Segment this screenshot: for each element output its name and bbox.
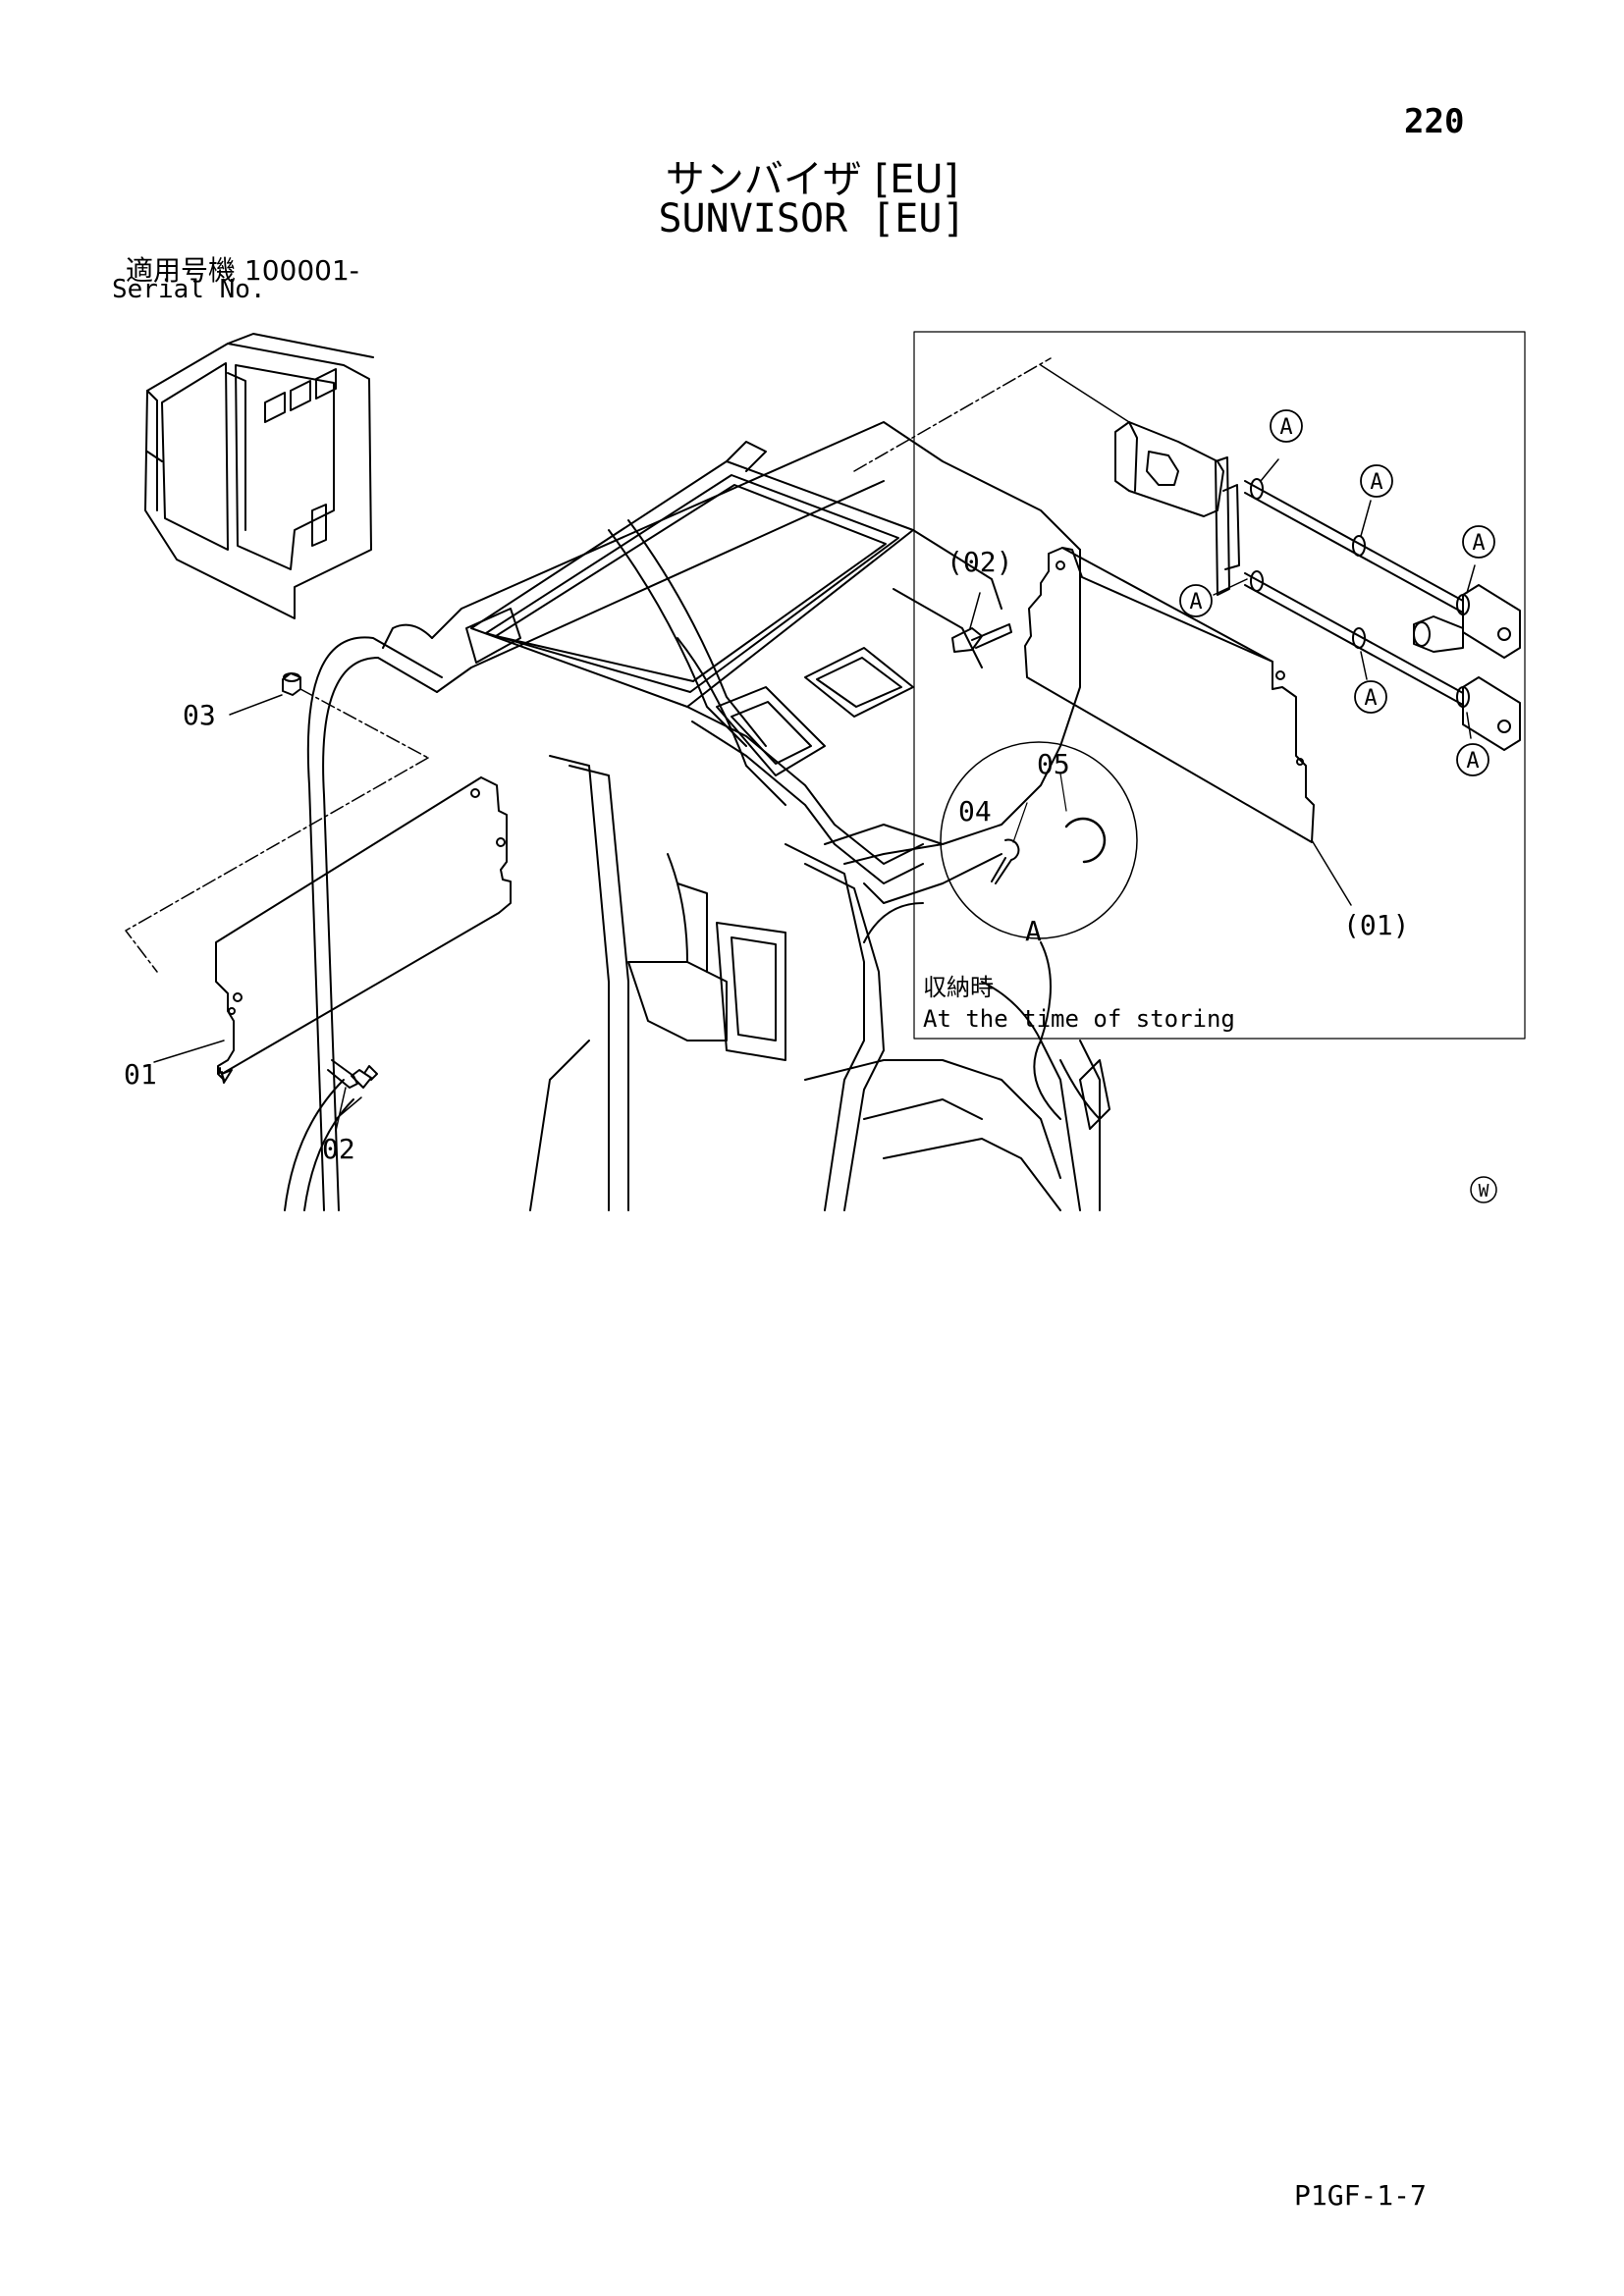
leader-lines (125, 357, 1052, 1132)
sunvisor-installed (215, 776, 512, 1084)
marker-a-label: A (1189, 590, 1202, 614)
inset-leader (1040, 364, 1130, 423)
bolt-02 (327, 1059, 378, 1089)
storing-label-english: At the time of storing (923, 1005, 1235, 1033)
serial-label-japanese: 適用号機 100001- (126, 254, 359, 287)
w-mark-circle (1470, 1176, 1497, 1203)
inset-frame (913, 331, 1526, 1040)
inset-callout-02: (02) (947, 546, 1012, 578)
inset-leader-lines (969, 458, 1476, 906)
title-english: SUNVISOR [EU] (658, 196, 966, 241)
cab-thumbnail (144, 333, 374, 619)
inset-mounting-bracket (1114, 421, 1240, 596)
title-japanese: サンバイザ [EU] (665, 157, 959, 202)
inset-rails (1244, 480, 1521, 751)
callout-02: 02 (322, 1133, 355, 1165)
detail-circle-a (940, 741, 1138, 939)
page-number: 220 (1404, 102, 1465, 141)
detail-label-a: A (1025, 915, 1042, 947)
marker-a-label: A (1466, 749, 1479, 774)
nut-03 (282, 672, 301, 696)
callout-03: 03 (183, 699, 216, 731)
inset-sunvisor (1024, 547, 1315, 843)
callout-05: 05 (1037, 748, 1070, 780)
inset-bolt-02 (951, 623, 1012, 653)
storing-label-japanese: 収納時 (923, 974, 994, 1001)
marker-a-label: A (1472, 531, 1485, 556)
w-mark: W (1479, 1181, 1489, 1201)
footer-code: P1GF-1-7 (1294, 2179, 1427, 2212)
serial-label-english: Serial No. (112, 275, 266, 304)
callout-01: 01 (124, 1058, 157, 1091)
marker-a-label: A (1279, 415, 1292, 440)
callout-04: 04 (958, 795, 992, 828)
marker-a-label: A (1370, 470, 1382, 495)
inset-callout-01: (01) (1343, 909, 1409, 941)
retaining-rings (1250, 478, 1470, 708)
marker-a-label: A (1364, 686, 1377, 711)
cab-frame (284, 421, 1110, 1211)
marker-a-circles (1179, 409, 1495, 776)
